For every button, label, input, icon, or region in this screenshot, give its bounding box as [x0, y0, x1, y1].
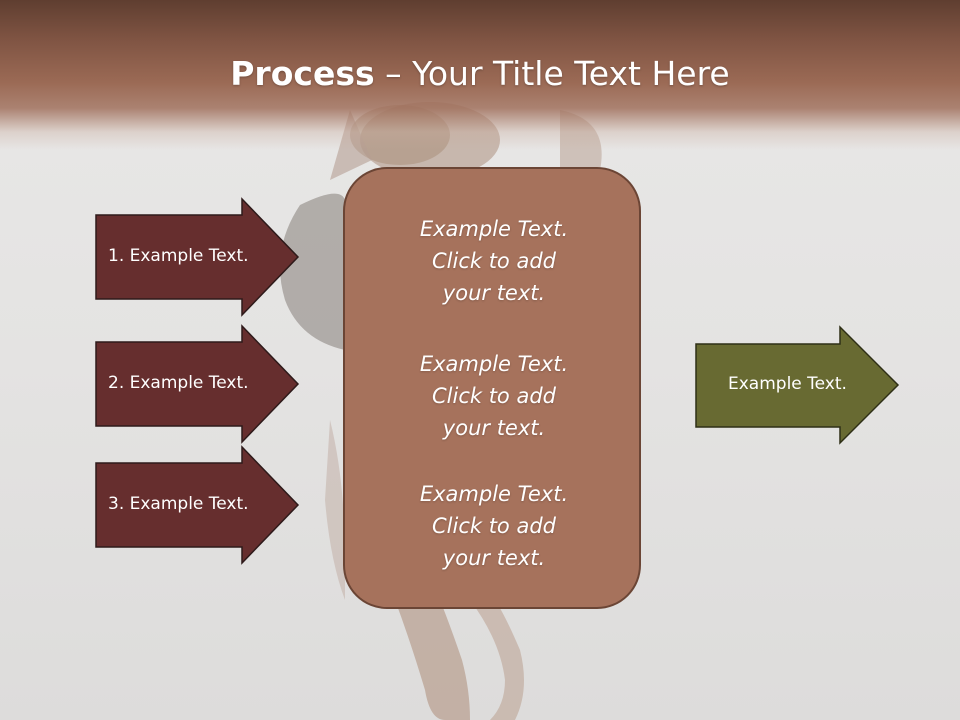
center-block-1: Example Text. Click to add your text.	[345, 213, 643, 309]
center-block-2-line2: Click to add	[431, 384, 556, 408]
slide-title[interactable]: Process – Your Title Text Here	[0, 52, 960, 96]
right-arrow[interactable]: Example Text.	[695, 325, 900, 445]
left-arrow-2[interactable]: 2. Example Text.	[95, 324, 300, 444]
right-arrow-label: Example Text.	[728, 374, 847, 394]
left-arrow-1[interactable]: 1. Example Text.	[95, 197, 300, 317]
center-block-2: Example Text. Click to add your text.	[345, 348, 643, 444]
left-arrow-2-label: 2. Example Text.	[108, 373, 249, 393]
center-block-3-line2: Click to add	[431, 514, 556, 538]
title-bold: Process	[230, 54, 375, 93]
left-arrow-3[interactable]: 3. Example Text.	[95, 445, 300, 565]
left-arrow-1-label: 1. Example Text.	[108, 246, 249, 266]
left-arrow-3-label: 3. Example Text.	[108, 494, 249, 514]
center-block-2-line3: your text.	[442, 416, 546, 440]
center-block-3-line3: your text.	[442, 546, 546, 570]
title-rest: – Your Title Text Here	[374, 54, 730, 93]
center-block-2-line1: Example Text.	[419, 352, 569, 376]
center-block-3-line1: Example Text.	[419, 482, 569, 506]
center-text-box[interactable]: Example Text. Click to add your text. Ex…	[343, 167, 641, 609]
title-band	[0, 0, 960, 150]
center-block-3: Example Text. Click to add your text.	[345, 478, 643, 574]
center-block-1-line3: your text.	[442, 281, 546, 305]
center-block-1-line1: Example Text.	[419, 217, 569, 241]
center-block-1-line2: Click to add	[431, 249, 556, 273]
